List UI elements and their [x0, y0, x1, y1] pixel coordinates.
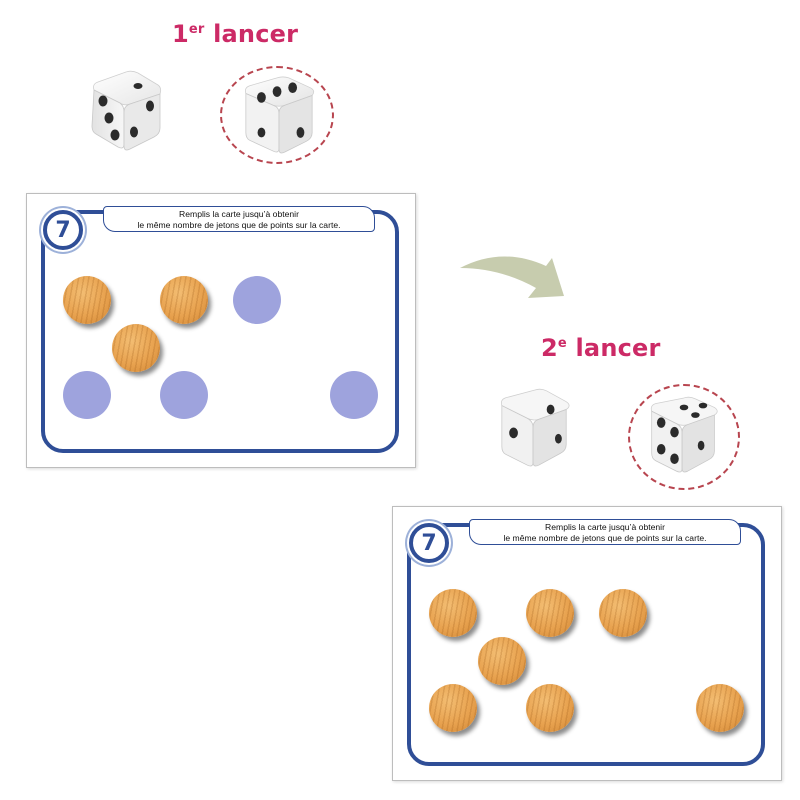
selected-die-circle: [220, 66, 334, 164]
die-icon: [500, 388, 570, 467]
instruction-line-2: le même nombre de jetons que de points s…: [137, 220, 341, 230]
card-instruction: Remplis la carte jusqu’à obtenir le même…: [469, 519, 741, 545]
throw-2-title: 2e lancer: [541, 334, 661, 362]
die-icon: [91, 70, 162, 151]
card-number: 7: [421, 530, 437, 556]
card-throw-2: 7 Remplis la carte jusqu’à obtenir le mê…: [392, 506, 782, 781]
throw-2-suffix: e: [557, 336, 567, 351]
throw-1-title: 1er lancer: [172, 20, 298, 48]
card-throw-1: 7 Remplis la carte jusqu’à obtenir le mê…: [26, 193, 416, 468]
wooden-token-icon: [526, 684, 574, 732]
instruction-line-2: le même nombre de jetons que de points s…: [503, 533, 707, 543]
empty-token-slot-icon: [160, 371, 208, 419]
wooden-token-icon: [160, 276, 208, 324]
instruction-line-1: Remplis la carte jusqu’à obtenir: [545, 522, 665, 532]
empty-token-slot-icon: [233, 276, 281, 324]
throw-2-number: 2: [541, 334, 558, 362]
instruction-line-1: Remplis la carte jusqu’à obtenir: [179, 209, 299, 219]
wooden-token-icon: [63, 276, 111, 324]
wooden-token-icon: [526, 589, 574, 637]
wooden-token-icon: [429, 589, 477, 637]
card-number: 7: [55, 217, 71, 243]
selected-die-circle: [628, 384, 740, 490]
number-badge-icon: 7: [43, 210, 83, 250]
wooden-token-icon: [112, 324, 160, 372]
wooden-token-icon: [696, 684, 744, 732]
throw-1-label: lancer: [204, 20, 299, 48]
die-icon: [244, 76, 315, 154]
curved-arrow-icon: [460, 256, 564, 298]
empty-token-slot-icon: [330, 371, 378, 419]
wooden-token-icon: [599, 589, 647, 637]
throw-1-number: 1: [172, 20, 189, 48]
die-icon: [650, 396, 718, 473]
empty-token-slot-icon: [63, 371, 111, 419]
wooden-token-icon: [429, 684, 477, 732]
throw-2-label: lancer: [566, 334, 661, 362]
wooden-token-icon: [478, 637, 526, 685]
throw-1-suffix: er: [188, 22, 205, 37]
card-instruction: Remplis la carte jusqu’à obtenir le même…: [103, 206, 375, 232]
number-badge-icon: 7: [409, 523, 449, 563]
